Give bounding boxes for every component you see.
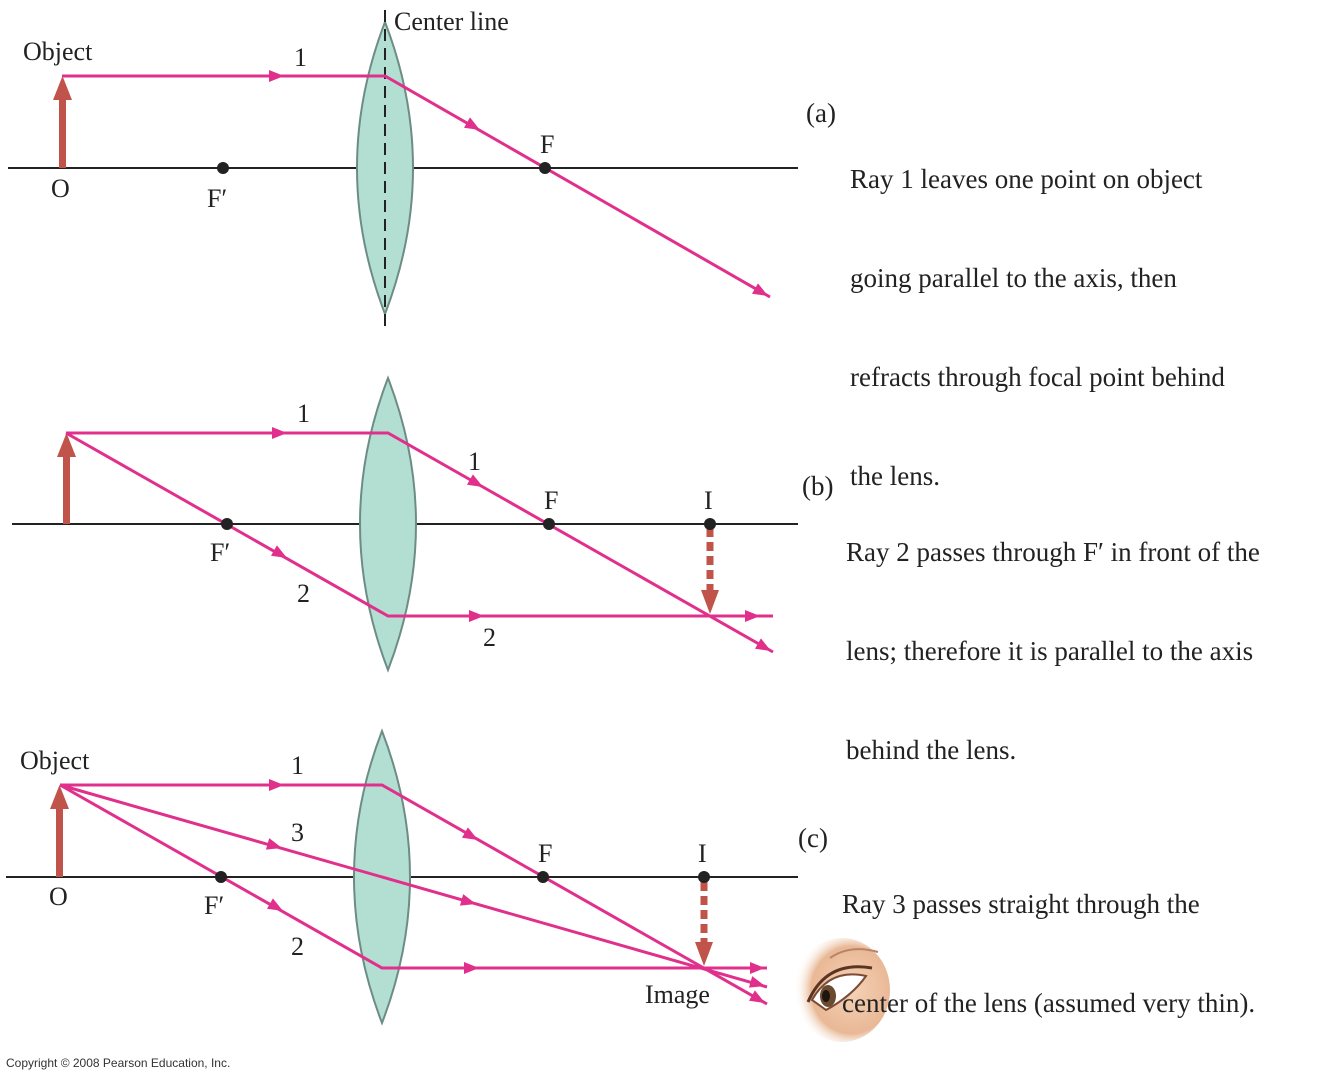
caption-line: refracts through focal point behind xyxy=(850,362,1225,392)
ray-arrowhead xyxy=(270,545,287,558)
object-label: Object xyxy=(20,746,90,775)
object-arrow-head xyxy=(57,433,76,457)
focal-point-back xyxy=(543,518,555,530)
image-point-label: I xyxy=(698,839,707,868)
caption-tag: (c) xyxy=(798,823,828,853)
caption-line: behind the lens. xyxy=(846,735,1017,765)
ray-arrowhead xyxy=(464,117,480,130)
caption-line: Ray 1 leaves one point on object xyxy=(850,164,1203,194)
ray-arrowhead xyxy=(748,990,765,1003)
focal-front-label: F′ xyxy=(207,184,227,213)
ray-label: 3 xyxy=(291,818,304,847)
focal-back-label: F xyxy=(538,839,552,868)
ray-2 xyxy=(59,783,767,970)
ray-arrowhead xyxy=(464,962,479,974)
ray-label: 2 xyxy=(297,579,310,608)
caption-c: (c) Ray 3 passes straight through the ce… xyxy=(798,822,1313,1018)
object-arrow-head xyxy=(53,76,72,100)
object-arrow-shaft xyxy=(56,807,63,877)
caption-line: the lens. xyxy=(850,461,940,491)
caption-line: Ray 3 passes straight through the xyxy=(842,889,1200,919)
ray-label: 1 xyxy=(291,751,304,780)
caption-text: Ray 2 passes through F′ in front of the … xyxy=(846,470,1260,833)
object-arrow-shaft xyxy=(63,455,70,524)
focal-point-back xyxy=(537,871,549,883)
focal-back-label: F xyxy=(544,486,558,515)
caption-line: center of the lens (assumed very thin). xyxy=(842,988,1256,1018)
ray-label: 1 xyxy=(294,43,307,72)
ray-label: 1 xyxy=(297,399,310,428)
caption-b: (b) Ray 2 passes through F′ in front of … xyxy=(802,470,1312,765)
ray-arrowhead xyxy=(745,610,760,622)
lens xyxy=(359,375,417,673)
ray-3 xyxy=(59,783,768,989)
copyright-notice: Copyright © 2008 Pearson Education, Inc. xyxy=(6,1056,231,1070)
ray-arrowhead xyxy=(748,976,765,988)
focal-back-label: F xyxy=(540,130,554,159)
ray-arrowhead xyxy=(752,283,768,296)
caption-tag: (a) xyxy=(806,98,836,128)
caption-text: Ray 1 leaves one point on object going p… xyxy=(850,97,1225,559)
panel-b: F′ F I 1 1 2 2 xyxy=(12,375,798,673)
focal-point-front xyxy=(215,871,227,883)
caption-tag: (b) xyxy=(802,471,834,501)
object-point-label: O xyxy=(49,882,68,911)
ray-arrowhead xyxy=(269,70,284,82)
ray-1 xyxy=(66,431,774,654)
ray-label: 1 xyxy=(468,447,481,476)
ray-arrowhead xyxy=(266,898,283,911)
ray-1 xyxy=(60,783,768,1006)
panel-c: Object O F′ F I Image 1 3 2 xyxy=(6,728,890,1042)
focal-point-front xyxy=(217,162,229,174)
ray-arrowhead xyxy=(466,474,483,487)
ray-label: 2 xyxy=(483,623,496,652)
ray-arrowhead xyxy=(461,827,478,840)
caption-line: lens; therefore it is parallel to the ax… xyxy=(846,636,1254,666)
object-label: Object xyxy=(23,37,93,66)
image-arrow-head xyxy=(695,942,713,966)
caption-line: Ray 2 passes through F′ in front of the xyxy=(846,537,1260,567)
object-point-label: O xyxy=(51,174,70,203)
focal-front-label: F′ xyxy=(204,891,224,920)
ray-1 xyxy=(62,74,771,299)
ray-label: 2 xyxy=(291,932,304,961)
ray-arrowhead xyxy=(754,638,771,651)
caption-line: going parallel to the axis, then xyxy=(850,263,1177,293)
image-point xyxy=(704,518,716,530)
focal-front-label: F′ xyxy=(210,538,230,567)
ray-arrowhead xyxy=(265,838,282,850)
center-line-label: Center line xyxy=(394,7,509,36)
caption-a: (a) Ray 1 leaves one point on object goi… xyxy=(806,97,1306,491)
caption-text: Ray 3 passes straight through the center… xyxy=(842,822,1255,1086)
ray-arrowhead xyxy=(272,427,287,439)
ray-2 xyxy=(65,431,773,618)
ray-arrowhead xyxy=(459,894,476,906)
panel-a: Object O F′ F Center line 1 xyxy=(8,7,798,326)
ray-arrowhead xyxy=(469,610,484,622)
focal-point-front xyxy=(221,518,233,530)
eye-icon xyxy=(794,938,890,1042)
ray-arrowhead xyxy=(269,779,284,791)
ray-arrowhead xyxy=(750,962,765,974)
image-arrow-head xyxy=(701,590,719,614)
object-arrow-head xyxy=(50,785,69,809)
focal-point-back xyxy=(539,162,551,174)
object-arrow-shaft xyxy=(59,98,66,168)
image-label: Image xyxy=(645,980,710,1009)
image-point-label: I xyxy=(704,486,713,515)
image-point xyxy=(698,871,710,883)
